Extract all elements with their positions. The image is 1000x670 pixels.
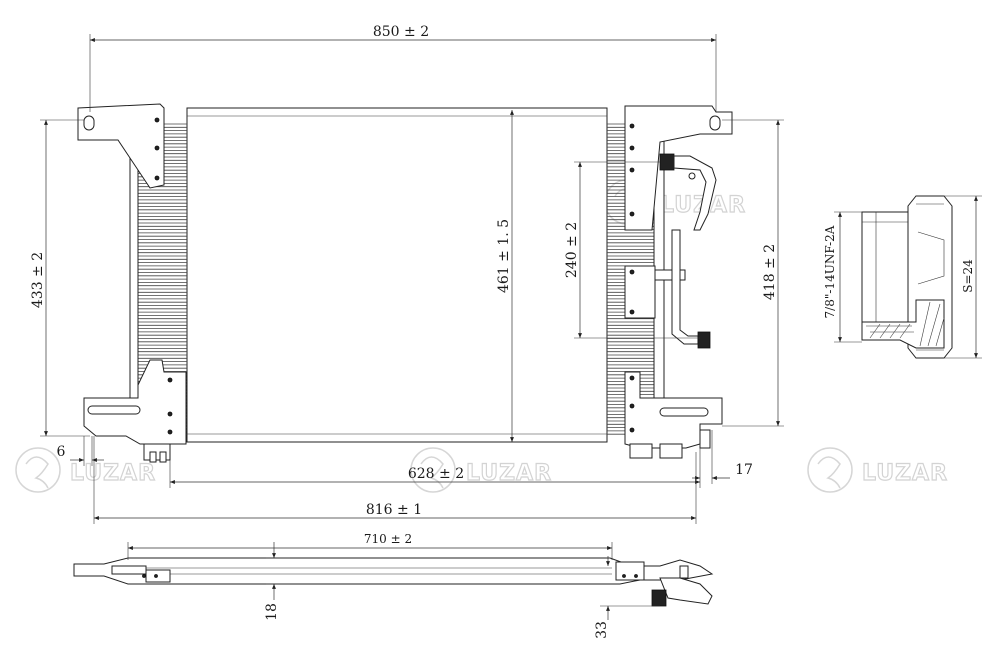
dimension-overall-width: 850 ± 2	[89, 24, 717, 112]
dim-label-core-height: 461 ± 1. 5	[496, 219, 512, 293]
dim-label-hex: S=24	[961, 259, 975, 293]
watermark-bottom-left: LUZAR	[15, 447, 156, 493]
dimension-side-length: 710 ± 2	[127, 532, 613, 560]
dim-label-core-width: 628 ± 2	[408, 466, 464, 482]
upper-port-nut	[659, 153, 675, 171]
dim-label-right-height: 418 ± 2	[762, 244, 778, 300]
dimension-right-height: 418 ± 2	[722, 119, 784, 427]
condenser-front-view	[77, 103, 733, 463]
watermark-brand-text: LUZAR	[862, 461, 948, 486]
dim-label-thread: 7/8"-14UNF-2A	[823, 225, 837, 318]
dim-label-port-spacing: 240 ± 2	[564, 222, 580, 278]
dim-label-mount-width: 816 ± 1	[366, 502, 422, 518]
dim-label-thickness: 18	[264, 603, 280, 621]
watermark-bottom-right: LUZAR	[807, 447, 948, 493]
left-bottom-bracket	[83, 359, 187, 445]
dimension-core-width: 628 ± 2	[169, 444, 701, 488]
dim-label-left-offset: 6	[57, 444, 66, 460]
condenser-core	[186, 107, 608, 443]
dim-label-side-length: 710 ± 2	[364, 532, 412, 546]
left-top-bracket	[77, 103, 165, 189]
dimension-left-offset: 6	[57, 436, 104, 466]
dim-label-overall-height: 433 ± 2	[30, 252, 46, 308]
dimension-pipe-depth: 33	[594, 556, 660, 639]
condenser-side-view	[73, 557, 714, 607]
dimension-overall-height: 433 ± 2	[30, 119, 90, 437]
right-middle-bracket	[624, 265, 656, 319]
dimension-core-height: 461 ± 1. 5	[496, 110, 514, 442]
dimension-mount-width: 816 ± 1	[93, 436, 697, 524]
right-top-bracket	[624, 105, 733, 231]
dim-label-overall-width: 850 ± 2	[373, 24, 429, 40]
side-port-nut	[651, 589, 667, 607]
lower-port-nut	[697, 331, 711, 349]
dimension-right-offset: 17	[692, 430, 753, 484]
dimension-port-spacing: 240 ± 2	[564, 161, 700, 339]
dim-label-pipe-depth: 33	[594, 621, 610, 639]
watermark-brand-text: LUZAR	[70, 461, 156, 486]
dimension-thickness: 18	[264, 542, 290, 621]
fitting-hatch	[869, 301, 945, 347]
dim-label-right-offset: 17	[735, 462, 753, 478]
fitting-detail: 7/8"-14UNF-2A S=24	[823, 195, 982, 359]
